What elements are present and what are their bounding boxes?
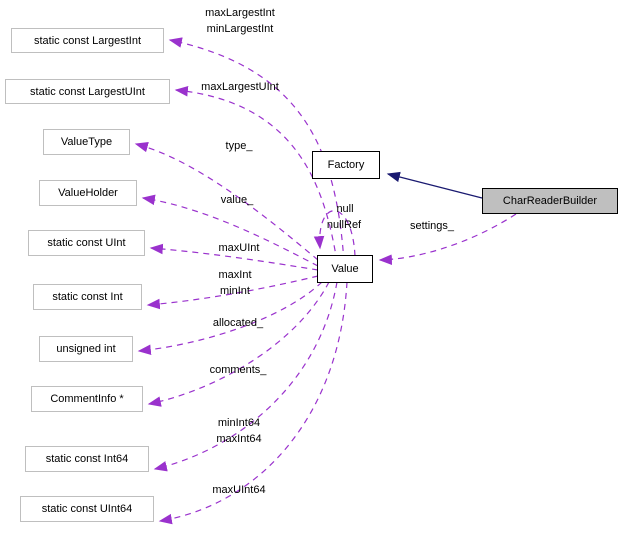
node-static-const-uint64: static const UInt64: [20, 496, 154, 522]
node-static-const-int64: static const Int64: [25, 446, 149, 472]
edge-comments: [147, 281, 330, 407]
edge-maxLargestInt: [168, 37, 345, 263]
node-static-const-largestuint: static const LargestUInt: [5, 79, 170, 104]
node-unsigned-int: unsigned int: [39, 336, 133, 362]
edge-label-nullref: nullRef: [326, 219, 362, 231]
edge-value: [141, 194, 319, 267]
edge-label-settings: settings_: [409, 220, 455, 232]
edge-label-maxint: maxInt: [218, 269, 252, 281]
edge-maxUInt: [149, 243, 319, 271]
edge-minInt64-maxInt64: [153, 281, 338, 472]
node-charreaderbuilder[interactable]: CharReaderBuilder: [482, 188, 618, 214]
edge-label-maxlargestuint: maxLargestUInt: [201, 81, 279, 93]
edge-label-maxuint64: maxUInt64: [212, 484, 266, 496]
edge-label-minlargestint: minLargestInt: [206, 23, 274, 35]
node-static-const-uint: static const UInt: [28, 230, 145, 256]
node-valueholder: ValueHolder: [39, 180, 137, 206]
edge-label-type: type_: [225, 140, 253, 152]
edge-null-nullRef-selfloop: [313, 210, 356, 257]
edge-label-comments: comments_: [209, 364, 267, 376]
edge-label-maxint64: maxInt64: [216, 433, 262, 445]
node-valuetype: ValueType: [43, 129, 130, 155]
edge-allocated: [137, 281, 323, 356]
edge-label-maxlargestint: maxLargestInt: [205, 7, 275, 19]
node-commentinfo-ptr: CommentInfo *: [31, 386, 143, 412]
edge-label-minint: minInt: [220, 285, 250, 297]
edge-label-minint64: minInt64: [217, 417, 261, 429]
edge-inheritance-factory: [386, 171, 483, 199]
node-static-const-int: static const Int: [33, 284, 142, 310]
edge-label-allocated: allocated_: [212, 317, 264, 329]
edge-label-null: null: [336, 203, 354, 215]
node-static-const-largestint: static const LargestInt: [11, 28, 164, 53]
edge-label-maxuint: maxUInt: [218, 242, 260, 254]
edge-settings: [378, 213, 517, 265]
edge-label-value: value_: [220, 194, 254, 206]
node-factory[interactable]: Factory: [312, 151, 380, 179]
node-value[interactable]: Value: [317, 255, 373, 283]
edge-type: [134, 141, 319, 261]
edge-maxUInt64: [158, 281, 348, 525]
